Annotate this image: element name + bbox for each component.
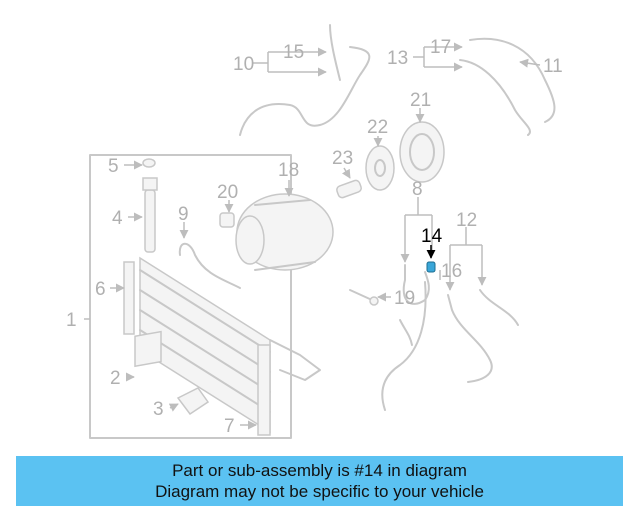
- callout-14: 14: [421, 226, 443, 247]
- bracket-3: [176, 387, 210, 416]
- bolt-19: [349, 289, 379, 306]
- callout-16: 16: [441, 261, 462, 282]
- callout-8: 8: [412, 179, 423, 200]
- line-8: [381, 264, 430, 411]
- callout-7: 7: [224, 416, 235, 437]
- switch-14: [426, 261, 436, 273]
- hose-9: [178, 242, 241, 289]
- callout-18: 18: [278, 160, 299, 181]
- part-23: [336, 179, 362, 199]
- banner-line-1: Part or sub-assembly is #14 in diagram: [172, 461, 467, 480]
- callout-4: 4: [112, 208, 123, 229]
- leader-lines: [84, 42, 541, 430]
- condenser-assembly-frame: [89, 154, 292, 439]
- line-10: [239, 24, 371, 136]
- parts-diagram: 1 2 3 4 5 6 7 8 9 10 11 12 13 14 15 16 1…: [66, 24, 563, 439]
- line-11: [459, 37, 556, 136]
- info-banner: Part or sub-assembly is #14 in diagram D…: [16, 456, 623, 506]
- bracket-2: [134, 330, 162, 368]
- callout-23: 23: [332, 148, 353, 169]
- callout-19: 19: [394, 288, 415, 309]
- callout-6: 6: [95, 279, 106, 300]
- callout-15: 15: [283, 42, 304, 63]
- callout-5: 5: [108, 156, 119, 177]
- receiver-drier: [142, 158, 158, 253]
- callout-3: 3: [153, 399, 164, 420]
- compressor: [235, 193, 334, 271]
- part-20: [219, 212, 235, 228]
- callout-22: 22: [367, 117, 388, 138]
- callout-1: 1: [66, 310, 77, 331]
- callout-13: 13: [387, 48, 408, 69]
- pulley-21: [399, 121, 445, 183]
- line-12: [447, 289, 519, 383]
- condenser-core: [123, 256, 321, 436]
- callout-20: 20: [217, 182, 238, 203]
- callout-9: 9: [178, 204, 189, 225]
- clutch-22: [365, 145, 395, 191]
- callout-17: 17: [430, 37, 451, 58]
- banner-line-2: Diagram may not be specific to your vehi…: [155, 482, 484, 501]
- callout-2: 2: [110, 368, 121, 389]
- callout-10: 10: [233, 54, 254, 75]
- callout-11: 11: [543, 56, 563, 77]
- callout-21: 21: [410, 90, 431, 111]
- callout-12: 12: [456, 210, 477, 231]
